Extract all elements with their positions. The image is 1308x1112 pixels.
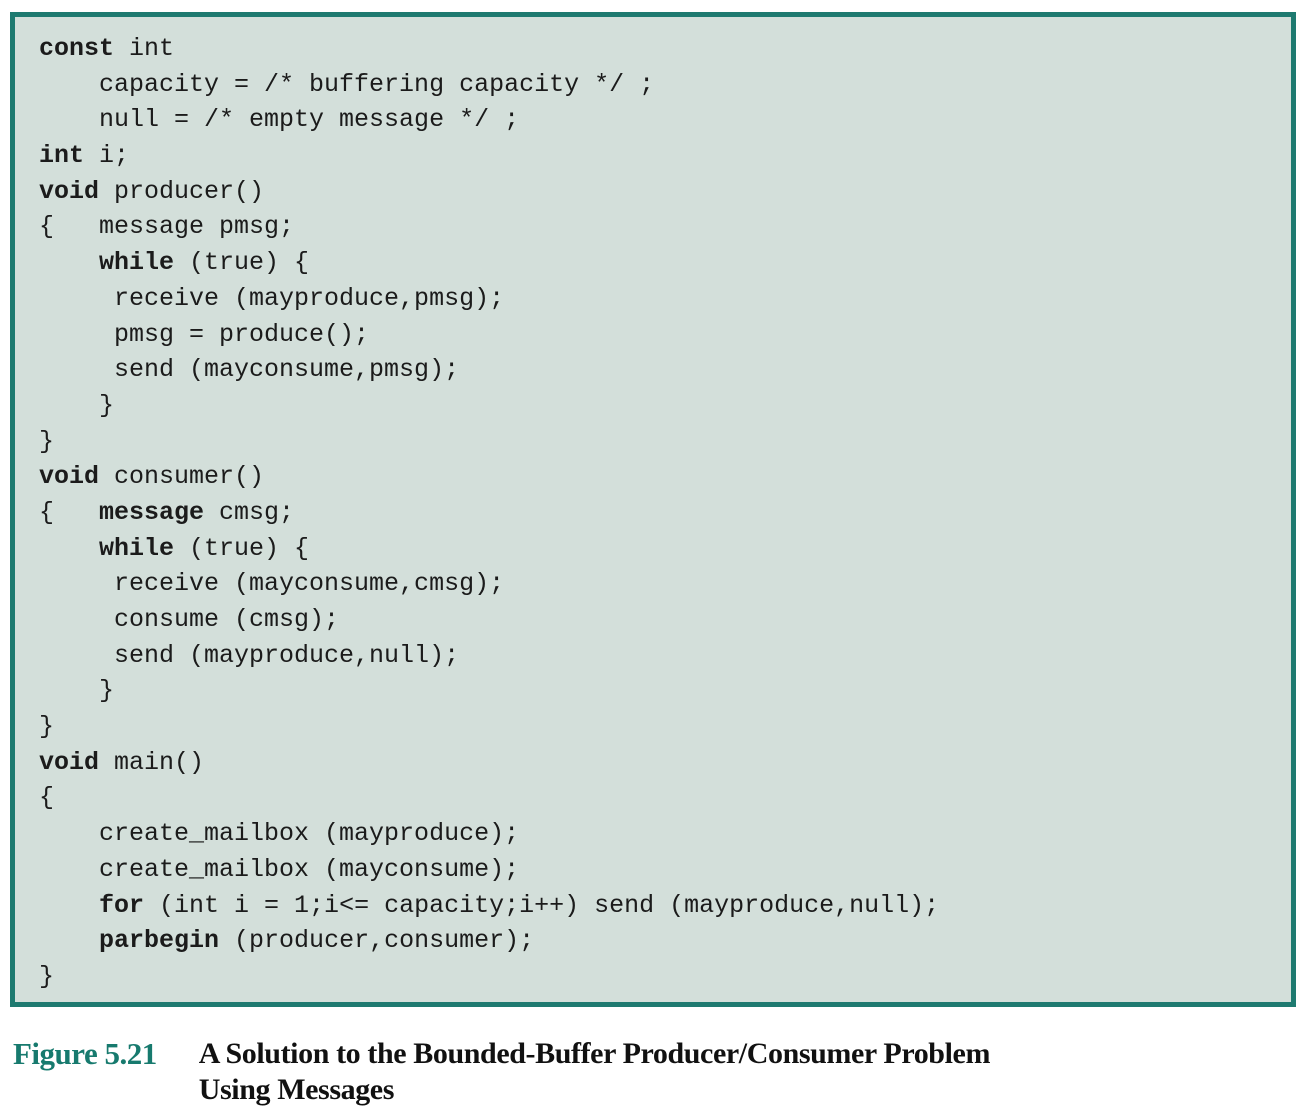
code-keyword: while	[99, 533, 175, 563]
code-box: const int capacity = /* buffering capaci…	[10, 12, 1296, 1007]
code-segment	[39, 926, 99, 955]
code-keyword: while	[99, 248, 175, 278]
code-line: null = /* empty message */ ;	[39, 102, 1281, 138]
code-keyword: void	[39, 176, 100, 206]
code-line: {	[39, 780, 1281, 816]
code-line: pmsg = produce();	[39, 317, 1281, 353]
code-segment	[39, 248, 99, 277]
code-line: send (mayproduce,null);	[39, 638, 1281, 674]
code-segment	[39, 891, 99, 920]
code-line: send (mayconsume,pmsg);	[39, 352, 1281, 388]
code-segment	[39, 534, 99, 563]
code-segment: send (mayconsume,pmsg);	[39, 355, 460, 385]
code-line: void consumer()	[39, 459, 1281, 495]
code-segment: }	[39, 712, 55, 742]
code-line: parbegin (producer,consumer);	[39, 923, 1281, 959]
code-segment: consumer()	[99, 462, 265, 492]
code-line: create_mailbox (mayconsume);	[39, 852, 1281, 888]
code-line: consume (cmsg);	[39, 602, 1281, 638]
code-listing: const int capacity = /* buffering capaci…	[39, 31, 1281, 995]
code-keyword: void	[39, 747, 100, 777]
code-segment: (producer,consumer);	[219, 926, 535, 956]
figure-caption: Figure 5.21 A Solution to the Bounded-Bu…	[13, 1036, 1293, 1108]
figure-title-line1: A Solution to the Bounded-Buffer Produce…	[198, 1037, 991, 1070]
code-segment: capacity = /* buffering capacity */ ;	[39, 69, 655, 99]
figure-title: A Solution to the Bounded-Buffer Produce…	[198, 1036, 991, 1108]
code-line: int i;	[39, 138, 1281, 174]
code-segment: (true) {	[174, 248, 310, 278]
code-segment: producer()	[99, 176, 265, 206]
code-segment: }	[39, 390, 115, 420]
figure-title-line2: Using Messages	[198, 1073, 395, 1106]
code-segment: i;	[84, 141, 130, 171]
code-line: }	[39, 709, 1281, 745]
code-segment: create_mailbox (mayconsume);	[39, 854, 520, 884]
code-line: }	[39, 959, 1281, 995]
code-segment: send (mayproduce,null);	[39, 640, 460, 670]
code-segment: {	[39, 783, 55, 813]
code-line: }	[39, 424, 1281, 460]
code-segment: (true) {	[174, 533, 310, 563]
code-segment: cmsg;	[204, 497, 295, 527]
code-segment: null = /* empty message */ ;	[39, 105, 520, 135]
code-keyword: const	[39, 34, 115, 63]
code-segment: pmsg = produce();	[39, 319, 370, 349]
code-keyword: void	[39, 462, 100, 492]
code-line: receive (mayconsume,cmsg);	[39, 566, 1281, 602]
code-keyword: parbegin	[99, 926, 220, 956]
code-line: for (int i = 1;i<= capacity;i++) send (m…	[39, 888, 1281, 924]
code-line: }	[39, 673, 1281, 709]
code-line: while (true) {	[39, 531, 1281, 567]
code-segment: {	[39, 497, 100, 527]
code-line: const int	[39, 31, 1281, 67]
code-line: void main()	[39, 745, 1281, 781]
code-line: create_mailbox (mayproduce);	[39, 816, 1281, 852]
code-line: void producer()	[39, 174, 1281, 210]
code-segment: create_mailbox (mayproduce);	[39, 819, 520, 849]
code-segment: receive (mayconsume,cmsg);	[39, 569, 505, 599]
code-segment: }	[39, 426, 55, 456]
code-line: while (true) {	[39, 245, 1281, 281]
code-line: { message cmsg;	[39, 495, 1281, 531]
code-segment: }	[39, 961, 55, 991]
figure-label: Figure 5.21	[13, 1036, 157, 1071]
code-segment: }	[39, 676, 115, 706]
code-line: }	[39, 388, 1281, 424]
code-segment: receive (mayproduce,pmsg);	[39, 283, 505, 313]
code-line: { message pmsg;	[39, 209, 1281, 245]
code-segment: int	[114, 34, 175, 63]
code-keyword: message	[99, 497, 205, 527]
code-segment: (int i = 1;i<= capacity;i++) send (maypr…	[144, 890, 940, 920]
code-line: receive (mayproduce,pmsg);	[39, 281, 1281, 317]
code-line: capacity = /* buffering capacity */ ;	[39, 67, 1281, 103]
code-segment: consume (cmsg);	[39, 605, 340, 634]
code-segment: main()	[99, 747, 205, 777]
code-keyword: for	[99, 890, 145, 920]
code-segment: { message pmsg;	[39, 212, 295, 242]
code-keyword: int	[39, 141, 85, 171]
